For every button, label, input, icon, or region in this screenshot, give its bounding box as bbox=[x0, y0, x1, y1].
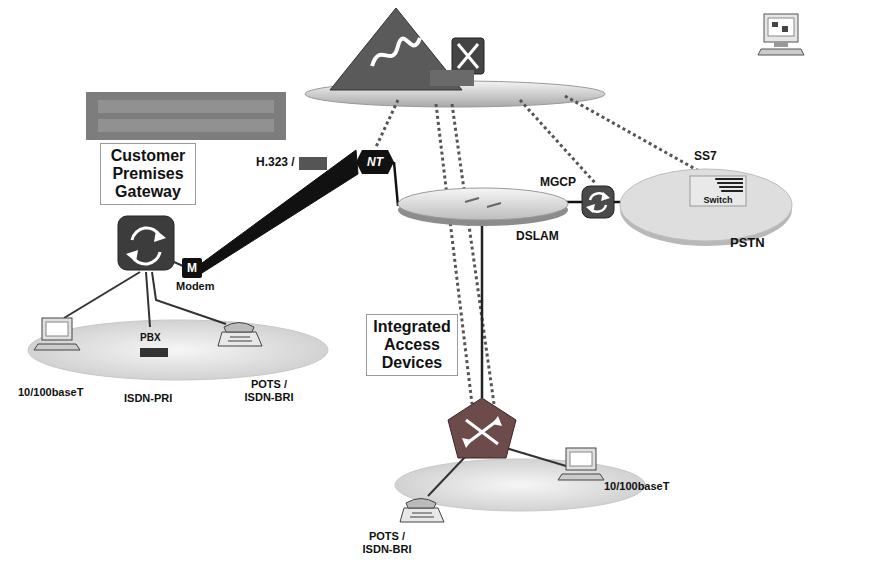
node-text: NT bbox=[367, 155, 383, 169]
pc-icon-part bbox=[42, 318, 72, 340]
signalling-dotted-line-part bbox=[452, 104, 494, 404]
annotation-label: H.323 / bbox=[256, 156, 295, 170]
heading-panel: Customer Premises Gateway bbox=[100, 143, 196, 205]
call-agent-part bbox=[372, 38, 420, 66]
node-text: Customer Premises Gateway bbox=[105, 147, 191, 201]
node-text: Switch bbox=[703, 195, 732, 206]
signalling-dotted-line-part bbox=[376, 100, 398, 147]
annotation-label: POTS / ISDN-BRI bbox=[238, 378, 300, 403]
modem-box: MModem bbox=[182, 258, 202, 278]
signalling-dotted-line-part bbox=[565, 96, 706, 175]
switch-icon: Switch bbox=[690, 176, 746, 206]
phone-icon-part bbox=[224, 323, 254, 333]
phone-icon bbox=[400, 499, 444, 523]
device-wire-part bbox=[506, 448, 566, 466]
device-wire-part bbox=[64, 272, 140, 318]
device-wire-part bbox=[146, 272, 150, 327]
iad-icon-part bbox=[492, 416, 502, 426]
premises-gateway-icon bbox=[118, 216, 174, 270]
network-link bbox=[394, 162, 398, 206]
pstn-cloud: SwitchPSTN bbox=[620, 166, 792, 246]
redacted-protocol-box bbox=[299, 157, 327, 170]
pc-icon-part bbox=[558, 474, 604, 480]
title-banner-redacted bbox=[86, 92, 286, 140]
device-wire-part bbox=[428, 456, 466, 496]
node-caption: PSTN bbox=[730, 236, 765, 251]
dslam-disc-outline bbox=[398, 186, 568, 226]
annotation-label: POTS / ISDN-BRI bbox=[356, 530, 418, 555]
phone-icon-part bbox=[406, 499, 436, 509]
annotation-label: 10/100baseT bbox=[18, 386, 83, 399]
signalling-dotted-line-part bbox=[520, 100, 596, 184]
nt-hexagon: NT bbox=[356, 150, 394, 174]
phone-icon-part bbox=[400, 508, 444, 522]
management-pc-part bbox=[782, 26, 788, 32]
annotation-label: 10/100baseT bbox=[604, 480, 669, 493]
call-agent-part bbox=[458, 44, 478, 68]
title-banner-redacted-part bbox=[98, 119, 274, 132]
premises-device-base-part bbox=[28, 320, 328, 380]
annotation-label: ISDN-PRI bbox=[124, 392, 172, 405]
phone-icon-part bbox=[218, 332, 262, 346]
management-pc-part bbox=[768, 18, 794, 36]
management-pc-part bbox=[758, 49, 804, 55]
mgcp-gateway-icon-part bbox=[582, 186, 614, 218]
node-caption: Modem bbox=[176, 280, 215, 293]
title-banner-redacted-part bbox=[86, 92, 286, 140]
title-banner-redacted-part bbox=[98, 100, 274, 113]
mgcp-gateway-icon bbox=[582, 186, 614, 218]
pc-icon-part bbox=[46, 322, 68, 336]
premises-gateway-icon-part bbox=[154, 230, 166, 242]
pc-icon bbox=[558, 448, 604, 480]
mgcp-gateway-icon-part bbox=[601, 192, 610, 201]
management-pc-part bbox=[774, 42, 788, 47]
annotation-label: SS7 bbox=[694, 150, 717, 164]
node-text: Integrated Access Devices bbox=[371, 318, 453, 372]
premises-gateway-icon-part bbox=[118, 216, 174, 270]
pc-icon-part bbox=[570, 452, 592, 466]
device-wire-part bbox=[174, 262, 183, 266]
iad-icon-part bbox=[462, 438, 472, 448]
iad-icon-part bbox=[448, 398, 516, 458]
pbx-device bbox=[140, 348, 168, 357]
node-caption: DSLAM bbox=[516, 230, 559, 244]
call-agent-part bbox=[452, 38, 484, 74]
phone-icon-part bbox=[410, 513, 434, 517]
management-pc-part bbox=[764, 14, 798, 42]
call-agent bbox=[305, 8, 605, 107]
dslam-disc: DSLAM bbox=[398, 186, 568, 226]
dsl-access-link bbox=[202, 150, 358, 273]
pc-icon bbox=[34, 318, 80, 350]
phone-icon-part bbox=[228, 337, 252, 341]
device-wire-part bbox=[152, 272, 226, 324]
pc-icon-part bbox=[566, 448, 596, 470]
annotation-label: MGCP bbox=[540, 176, 576, 190]
premises-gateway-icon-part bbox=[126, 250, 138, 262]
premises-device-base bbox=[28, 320, 328, 380]
iad-icon bbox=[448, 398, 516, 458]
management-pc-part bbox=[772, 22, 778, 27]
pbx-device-part bbox=[140, 348, 168, 357]
pc-icon-part bbox=[34, 344, 80, 350]
management-pc bbox=[758, 14, 804, 55]
dsl-line bbox=[481, 226, 484, 398]
annotation-label: PBX bbox=[140, 332, 161, 344]
call-agent-part bbox=[430, 70, 474, 86]
mgcp-gateway-icon-part bbox=[586, 204, 595, 213]
heading-panel: Integrated Access Devices bbox=[366, 314, 458, 376]
node-text: M bbox=[187, 261, 197, 275]
phone-icon bbox=[218, 323, 262, 347]
